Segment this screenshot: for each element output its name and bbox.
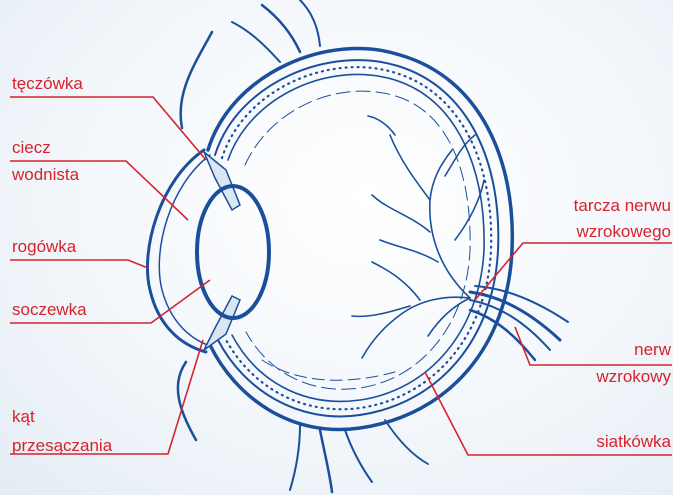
sclera-outer (208, 49, 512, 430)
label-rogowka: rogówka (12, 237, 76, 257)
label-kat-line1: kąt (12, 407, 112, 427)
label-nerw-wzrokowy: nerw wzrokowy (596, 340, 671, 387)
label-ciecz-line2: wodnista (12, 165, 79, 185)
eye-illustration (147, 0, 568, 492)
muscle-top-3 (232, 22, 280, 62)
muscle-top-2 (300, 0, 320, 46)
label-kat-przesaczania: kąt przesączania (12, 407, 112, 456)
label-teczowka: tęczówka (12, 74, 83, 94)
label-tarcza-nerwu-wzrokowego: tarcza nerwu wzrokowego (574, 196, 671, 242)
cornea-inner (159, 155, 210, 346)
label-nerw-line2: wzrokowy (596, 367, 671, 387)
retina-line (245, 91, 470, 389)
label-teczowka-text: tęczówka (12, 74, 83, 93)
upper-eyelid (181, 32, 212, 128)
optic-nerve-mid (470, 300, 550, 350)
label-siatkowka-text: siatkówka (596, 432, 671, 451)
label-soczewka-text: soczewka (12, 300, 87, 319)
retinal-vessels (352, 116, 484, 358)
label-siatkowka: siatkówka (596, 432, 671, 452)
retina-line-inner (262, 360, 395, 380)
label-kat-line2: przesączania (12, 436, 112, 456)
label-tarcza-line2: wzrokowego (574, 222, 671, 242)
muscle-bottom-2 (345, 430, 372, 482)
muscle-bottom-1 (320, 430, 332, 492)
label-ciecz-wodnista: ciecz wodnista (12, 138, 79, 185)
label-ciecz-line1: ciecz (12, 138, 79, 158)
muscle-bottom-3 (290, 425, 300, 490)
label-soczewka: soczewka (12, 300, 87, 320)
label-rogowka-text: rogówka (12, 237, 76, 256)
muscle-top-1 (262, 5, 300, 52)
muscle-bottom-4 (385, 420, 428, 464)
choroid-dots (222, 67, 491, 409)
label-nerw-line1: nerw (596, 340, 671, 360)
label-tarcza-line1: tarcza nerwu (574, 196, 671, 216)
leader-rogowka (10, 260, 148, 268)
